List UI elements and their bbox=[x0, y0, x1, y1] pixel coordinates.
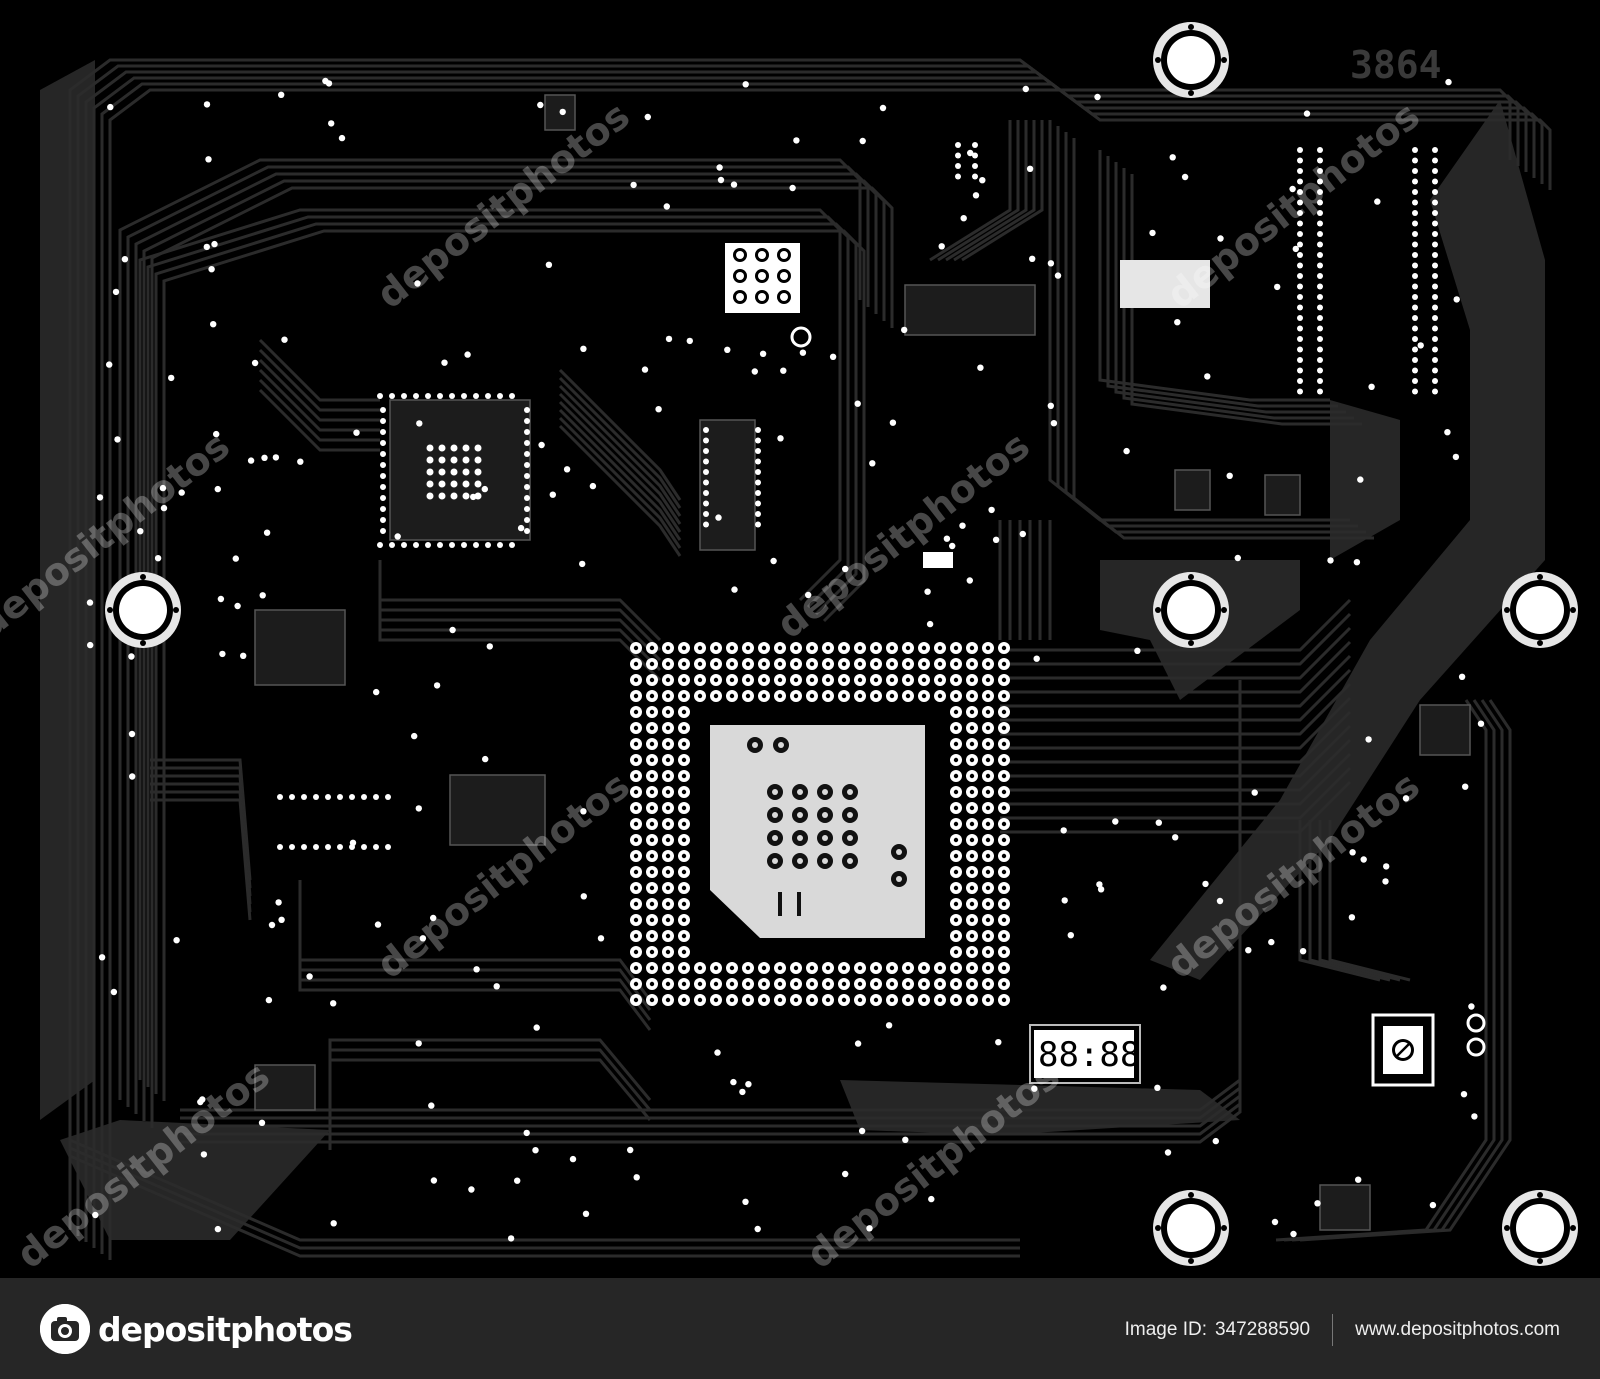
camera-icon bbox=[40, 1304, 90, 1354]
copper-planes bbox=[40, 60, 1545, 1240]
brand-name: depositphotos bbox=[98, 1309, 353, 1349]
site-link[interactable]: www.depositphotos.com bbox=[1355, 1319, 1560, 1340]
image-id: 347288590 bbox=[1215, 1319, 1311, 1340]
pin-headers bbox=[277, 142, 1438, 850]
ic-packages bbox=[254, 94, 1471, 1231]
cpu-socket bbox=[630, 642, 1010, 1006]
trace-bundles bbox=[68, 58, 1552, 1260]
divider bbox=[1332, 1314, 1334, 1346]
brand-logo[interactable]: depositphotos bbox=[40, 1304, 353, 1354]
cpu-chip bbox=[710, 725, 925, 938]
image-meta: Image ID: 347288590 www.depositphotos.co… bbox=[1125, 1314, 1560, 1346]
test-points bbox=[790, 326, 1486, 1057]
footer-bar: depositphotos Image ID: 347288590 www.de… bbox=[0, 1278, 1600, 1379]
trimmer-potentiometer bbox=[1371, 1013, 1435, 1087]
seven-segment-display: 88:88 bbox=[1029, 1024, 1141, 1084]
bga-grid-small bbox=[377, 393, 530, 548]
silkscreen-code: 3864 bbox=[1350, 43, 1442, 87]
connector-block bbox=[725, 243, 800, 313]
vias bbox=[86, 77, 1485, 1242]
display-digits: 88:88 bbox=[1038, 1035, 1140, 1075]
image-id-label: Image ID: bbox=[1124, 1319, 1207, 1340]
white-ic bbox=[1120, 260, 1210, 308]
mounting-holes bbox=[105, 22, 1578, 1266]
